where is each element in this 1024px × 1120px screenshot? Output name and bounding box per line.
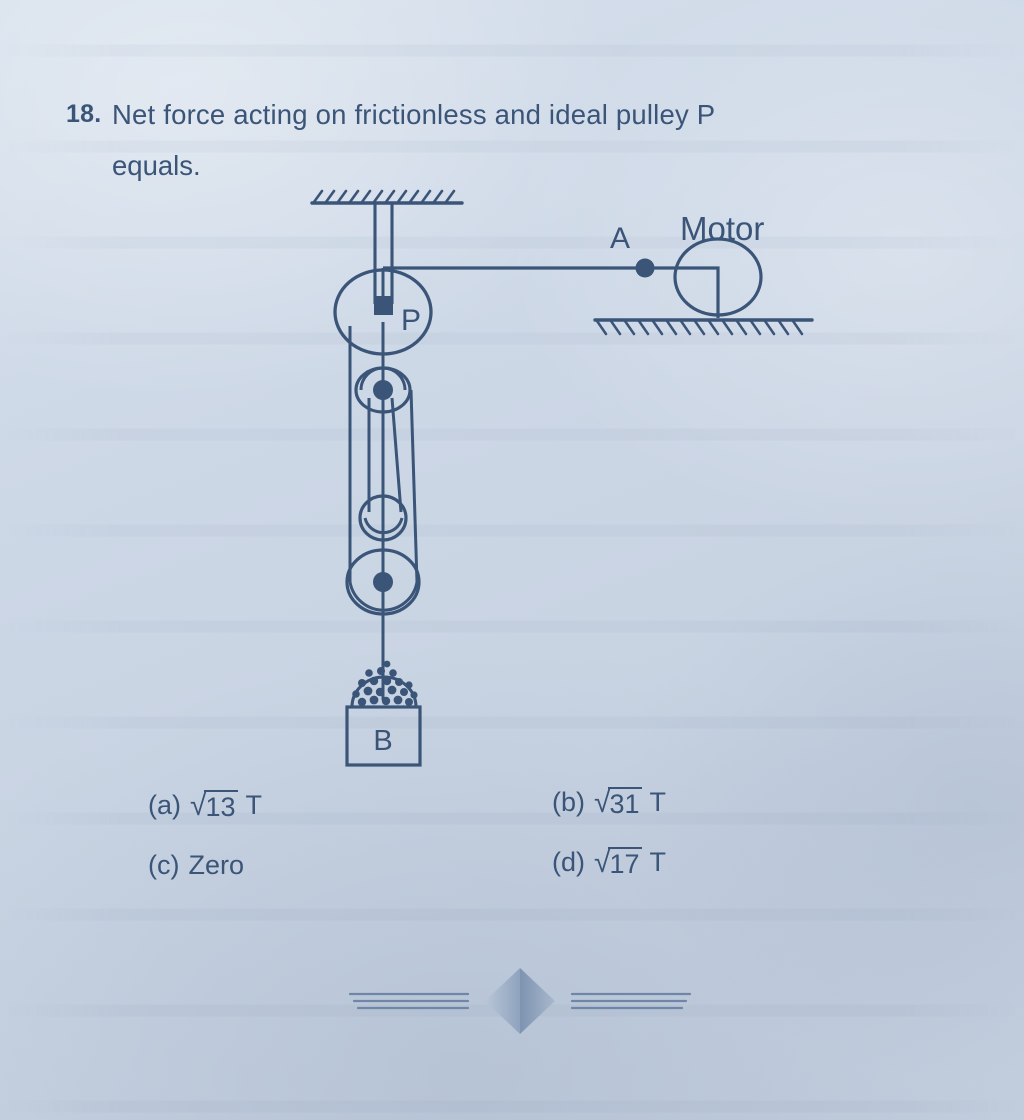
question-text: Net force acting on frictionless and ide…	[112, 99, 716, 130]
option-b-key: (b)	[552, 787, 585, 817]
option-d-key: (d)	[552, 847, 585, 877]
option-c-key: (c)	[148, 850, 180, 880]
option-a[interactable]: (a) √ 13 T	[148, 790, 262, 822]
section-divider-ornament	[348, 968, 692, 1034]
rope-to-motor	[381, 266, 700, 300]
block-b-label: B	[373, 725, 392, 757]
motor-label: Motor	[680, 210, 764, 247]
option-a-key: (a)	[148, 790, 181, 820]
block-b: B	[345, 660, 422, 767]
pulley-p-label: P	[401, 304, 421, 337]
option-a-radicand: 13	[204, 790, 238, 822]
point-a: A	[610, 222, 655, 278]
option-d-sqrt: √ 17	[594, 847, 642, 879]
option-b-radicand: 31	[608, 787, 642, 819]
question-block: 18. Net force acting on frictionless and…	[66, 88, 946, 191]
option-d[interactable]: (d) √ 17 T	[552, 847, 666, 879]
option-d-radicand: 17	[608, 847, 642, 879]
radical-sign-icon: √	[594, 846, 611, 879]
divider-diamond-icon	[485, 968, 555, 1034]
question-first-line: 18. Net force acting on frictionless and…	[66, 88, 946, 141]
option-c[interactable]: (c) Zero	[148, 850, 244, 881]
option-d-unit: T	[649, 847, 667, 877]
ceiling-hatched	[310, 189, 464, 205]
pulley-p: P	[333, 268, 433, 356]
divider-right-lines	[570, 992, 692, 1010]
question-second-line: equals.	[112, 150, 201, 181]
pulley-2	[354, 366, 412, 414]
point-a-label: A	[610, 222, 630, 255]
option-a-sqrt: √ 13	[190, 790, 238, 822]
radical-sign-icon: √	[190, 789, 207, 822]
support-rod	[373, 203, 394, 304]
rope-strands	[348, 322, 419, 700]
pulley-4	[345, 548, 421, 616]
divider-left-lines	[348, 992, 470, 1010]
radical-sign-icon: √	[594, 786, 611, 819]
sand-grains	[352, 660, 418, 707]
option-a-unit: T	[245, 790, 263, 820]
option-b[interactable]: (b) √ 31 T	[552, 787, 666, 819]
option-b-sqrt: √ 31	[594, 787, 642, 819]
pulley-3	[358, 494, 408, 542]
option-c-text: Zero	[188, 850, 245, 880]
question-number: 18.	[66, 100, 102, 128]
option-b-unit: T	[649, 787, 667, 817]
ground-hatched	[593, 318, 814, 336]
motor: Motor	[673, 210, 764, 318]
